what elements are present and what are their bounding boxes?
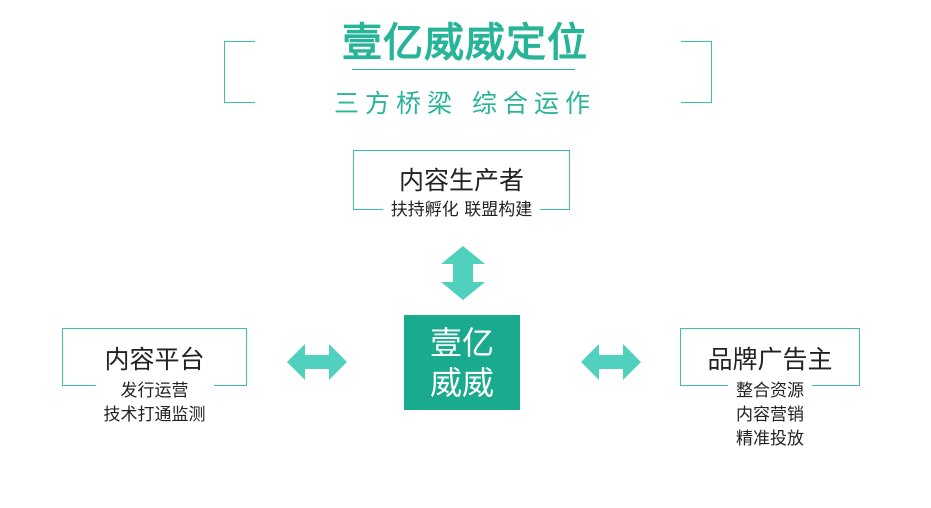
advertiser-line: 精准投放 (736, 429, 804, 449)
advertiser-line: 整合资源 (736, 381, 804, 401)
left-double-arrow-icon (287, 344, 347, 380)
advertiser-desc: 整合资源 内容营销 精准投放 (728, 379, 812, 451)
right-bracket (681, 41, 712, 103)
center-line-2: 威威 (429, 363, 494, 402)
advertiser-title: 品牌广告主 (707, 345, 833, 374)
producer-title: 内容生产者 (398, 166, 524, 195)
right-double-arrow-icon (581, 344, 641, 380)
platform-line: 技术打通监测 (103, 405, 206, 425)
page-subtitle: 三方桥梁 综合运作 (334, 89, 596, 118)
platform-title: 内容平台 (104, 345, 205, 374)
vertical-double-arrow-icon (441, 246, 485, 300)
center-node: 壹亿 威威 (404, 315, 520, 410)
producer-node: 内容生产者 扶持孵化 联盟构建 (353, 150, 570, 222)
platform-desc: 发行运营 技术打通监测 (95, 379, 214, 427)
advertiser-node: 品牌广告主 整合资源 内容营销 精准投放 (680, 328, 860, 451)
page-title: 壹亿威威定位 (342, 20, 588, 66)
producer-desc: 扶持孵化 联盟构建 (382, 198, 541, 222)
platform-node: 内容平台 发行运营 技术打通监测 (62, 328, 247, 427)
left-bracket (224, 41, 255, 103)
advertiser-line: 内容营销 (736, 405, 804, 425)
platform-line: 发行运营 (120, 381, 189, 401)
center-line-1: 壹亿 (429, 323, 494, 362)
title-divider (352, 69, 575, 70)
